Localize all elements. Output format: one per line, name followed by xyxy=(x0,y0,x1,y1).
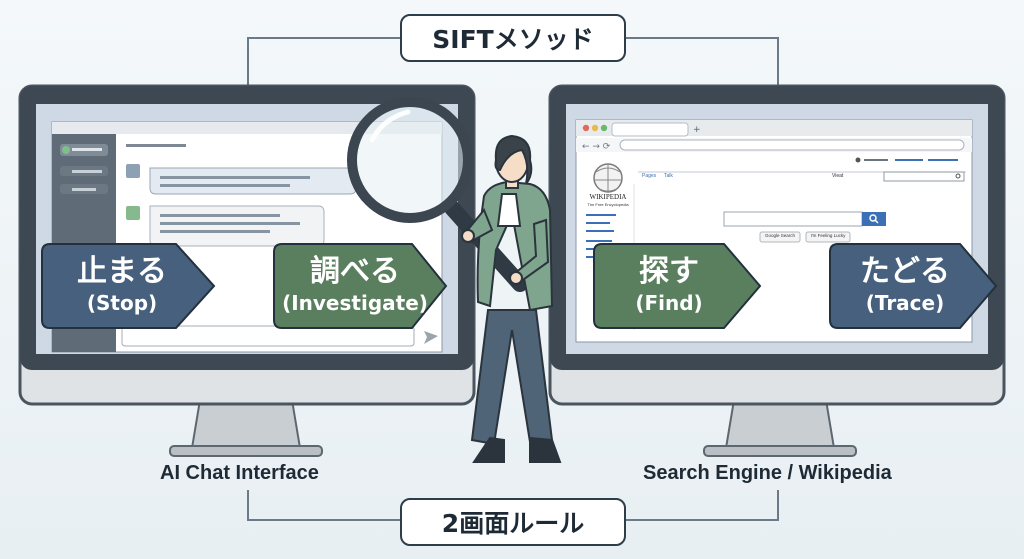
search-icon xyxy=(955,173,961,179)
step-arrow-investigate xyxy=(273,243,448,329)
ai-avatar-icon xyxy=(126,164,140,178)
step-en: (Find) xyxy=(635,291,703,315)
btn-feeling-lucky xyxy=(805,231,851,243)
btn-feeling-lucky-label[interactable]: I'm Feeling Lucky xyxy=(810,233,846,238)
step-label-find: 探す (Find) xyxy=(594,254,744,316)
step-arrows xyxy=(41,243,998,329)
step-arrow-find xyxy=(593,243,762,329)
step-arrow-stop xyxy=(41,243,216,329)
step-jp: 調べる xyxy=(310,254,400,289)
footer-title: 2画面ルール xyxy=(441,509,585,538)
step-label-investigate: 調べる (Investigate) xyxy=(274,254,436,316)
btn-google-search xyxy=(759,231,801,243)
wiki-tagline: The Free Encyclopedia xyxy=(587,202,629,207)
header-title-box: SIFTメソッド xyxy=(400,14,626,62)
wiki-search-input xyxy=(883,171,965,182)
tab-page[interactable]: Pages xyxy=(642,173,657,179)
browser-tab xyxy=(611,122,689,137)
chat-input xyxy=(121,325,415,347)
step-en: (Investigate) xyxy=(282,291,428,315)
header-title: SIFTメソッド xyxy=(432,25,594,54)
step-arrow-trace xyxy=(829,243,998,329)
address-bar xyxy=(619,139,965,151)
tab-view[interactable]: Vieat xyxy=(832,173,844,179)
google-search-input xyxy=(723,211,863,227)
step-jp: 止まる xyxy=(77,254,167,289)
step-jp: たどる xyxy=(860,254,950,289)
step-jp: 探す xyxy=(639,254,699,289)
wiki-logo-text: WIKIPEDIA xyxy=(589,193,627,201)
google-search-button xyxy=(862,212,886,226)
left-screen-caption: AI Chat Interface xyxy=(160,462,319,484)
svg-text:← → ⟳: ← → ⟳ xyxy=(582,142,611,152)
wikipedia-globe-icon xyxy=(593,163,623,193)
step-label-stop: 止まる (Stop) xyxy=(42,254,202,316)
footer-title-box: 2画面ルール xyxy=(400,498,626,546)
tab-talk[interactable]: Talk xyxy=(664,173,673,179)
btn-google-search-label[interactable]: Google Search xyxy=(764,233,796,238)
step-en: (Stop) xyxy=(86,291,158,315)
step-label-trace: たどる (Trace) xyxy=(830,254,980,316)
step-en: (Trace) xyxy=(865,291,945,315)
user-icon xyxy=(62,146,70,154)
svg-text:+: + xyxy=(693,125,701,135)
person-figure xyxy=(461,134,562,463)
send-icon xyxy=(424,331,438,344)
right-screen-caption: Search Engine / Wikipedia xyxy=(643,462,892,484)
user-avatar-icon xyxy=(126,206,140,220)
connector-lines xyxy=(247,37,779,521)
